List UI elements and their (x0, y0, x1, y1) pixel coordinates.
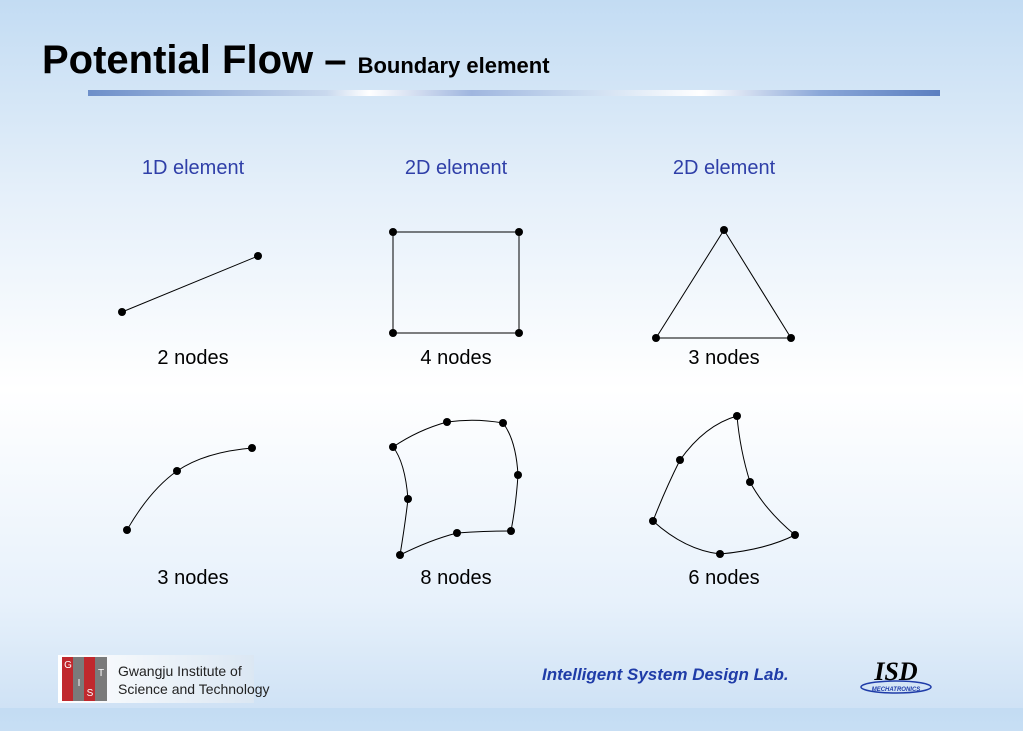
node (123, 526, 131, 534)
gist-letter-i: I (73, 657, 85, 701)
linear-line-element (118, 252, 262, 316)
triangle-element (652, 226, 795, 342)
header-2d-element-tri: 2D element (672, 157, 776, 179)
title-rule (88, 90, 940, 96)
node (652, 334, 660, 342)
node (453, 529, 461, 537)
slide-title: Potential Flow – Boundary element (42, 38, 550, 83)
node (404, 495, 412, 503)
node (396, 551, 404, 559)
gist-letter-g: G (62, 657, 74, 701)
node (443, 418, 451, 426)
caption-8-nodes: 8 nodes (420, 567, 492, 589)
quadratic-triangle-element (649, 412, 799, 558)
node (787, 334, 795, 342)
node (389, 443, 397, 451)
caption-6-nodes: 6 nodes (688, 567, 760, 589)
quadratic-line-element (123, 444, 256, 534)
gist-name-line1: Gwangju Institute of (118, 663, 242, 679)
node (746, 478, 754, 486)
node (515, 329, 523, 337)
node (733, 412, 741, 420)
title-main: Potential Flow – (42, 38, 358, 82)
node (507, 527, 515, 535)
rectangle-element (389, 228, 523, 337)
node (515, 228, 523, 236)
caption-2-nodes: 2 nodes (157, 347, 229, 369)
node (389, 329, 397, 337)
header-1d-element: 1D element (141, 157, 245, 179)
node (389, 228, 397, 236)
node (248, 444, 256, 452)
node (716, 550, 724, 558)
gist-name-line2: Science and Technology (118, 681, 270, 697)
gist-logo: G I S T Gwangju Institute of Science and… (58, 655, 270, 703)
gist-letter-s: S (84, 657, 96, 701)
node (514, 471, 522, 479)
node (649, 517, 657, 525)
gist-letter-t: T (95, 657, 107, 701)
title-sub: Boundary element (357, 53, 550, 78)
node (254, 252, 262, 260)
node (676, 456, 684, 464)
isd-logo-sub: MECHATRONICS (872, 687, 921, 693)
gist-emblem: G I S T (62, 657, 107, 701)
caption-4-nodes: 4 nodes (420, 347, 492, 369)
node (720, 226, 728, 234)
node (791, 531, 799, 539)
quadratic-quad-element (389, 418, 522, 559)
caption-3-nodes-curve: 3 nodes (157, 567, 229, 589)
header-2d-element-quad: 2D element (404, 157, 508, 179)
lab-name: Intelligent System Design Lab. (542, 665, 789, 684)
node (499, 419, 507, 427)
element-diagram (118, 226, 799, 559)
isd-logo: ISD MECHATRONICS (860, 657, 932, 694)
node (118, 308, 126, 316)
isd-logo-text: ISD (873, 657, 918, 686)
caption-3-nodes-triangle: 3 nodes (688, 347, 760, 369)
node (173, 467, 181, 475)
